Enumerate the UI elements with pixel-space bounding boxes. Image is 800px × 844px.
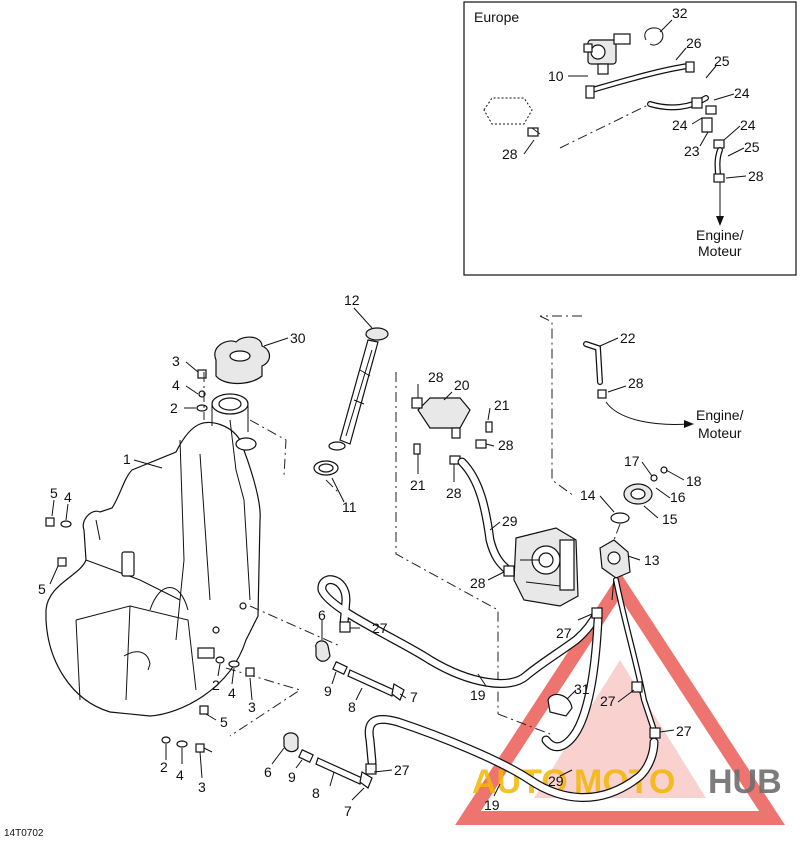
callout-15: 15 (662, 511, 678, 527)
hose-26 (589, 63, 691, 93)
sender-gasket (313, 460, 339, 476)
fitting-row-upper (315, 640, 405, 701)
tank-fasteners-bottom-right (199, 656, 255, 715)
callout-25-a: 25 (714, 53, 730, 69)
callout-28-filter-bottom: 28 (446, 485, 462, 501)
callout-27-valve-b: 27 (676, 723, 692, 739)
callout-4-lowest: 4 (176, 767, 184, 783)
callout-2-bottom: 2 (212, 677, 220, 693)
callout-23: 23 (684, 143, 700, 159)
callout-10: 10 (548, 68, 564, 84)
callout-16: 16 (670, 489, 686, 505)
callout-13: 13 (644, 552, 660, 568)
callout-11: 11 (342, 499, 357, 515)
callout-20: 20 (454, 377, 470, 393)
callout-27-valve-a: 27 (600, 693, 616, 709)
callout-17: 17 (624, 453, 640, 469)
callout-19-lower: 19 (484, 797, 500, 813)
callout-28-pump: 28 (470, 575, 486, 591)
fuel-cap (214, 336, 271, 385)
callout-28-a: 28 (502, 146, 518, 162)
fitting-row-lower (283, 732, 373, 789)
callout-5-b: 5 (38, 581, 46, 597)
callout-29-lower: 29 (548, 773, 564, 789)
callout-1: 1 (123, 451, 131, 467)
hose-25-lower (714, 147, 723, 179)
callout-4-top: 4 (172, 377, 180, 393)
callout-3-bottom: 3 (248, 699, 256, 715)
callout-28-b: 28 (748, 168, 764, 184)
callout-28-hose22: 28 (628, 375, 644, 391)
inset-engine-label-2: Moteur (698, 243, 742, 259)
callout-4-left: 4 (64, 489, 72, 505)
t-fitting-23 (701, 117, 713, 133)
figure-code: 14T0702 (4, 828, 44, 839)
tank-fasteners-left (45, 517, 72, 567)
callout-26: 26 (686, 35, 702, 51)
callout-24-c: 24 (740, 117, 756, 133)
callout-27-hose: 27 (556, 625, 572, 641)
callout-27-lower: 27 (394, 762, 410, 778)
callout-9-upper: 9 (324, 683, 332, 699)
callout-9-lower: 9 (288, 769, 296, 785)
callout-28-filter-top: 28 (428, 369, 444, 385)
callout-31: 31 (574, 681, 590, 697)
callout-6-upper: 6 (318, 607, 326, 623)
callout-19-upper: 19 (470, 687, 486, 703)
hose-clamp-32 (644, 27, 664, 46)
hose-valve-down (613, 577, 661, 739)
clip-31 (547, 693, 573, 717)
hose-29-upper (457, 457, 513, 575)
hose-29-lower (541, 615, 603, 752)
inset-europe-panel: Europe (463, 1, 797, 276)
hose-22 (583, 341, 607, 399)
callout-32: 32 (672, 5, 688, 21)
inset-title: Europe (474, 9, 519, 25)
callout-27-upper: 27 (372, 620, 388, 636)
callout-8-upper: 8 (348, 699, 356, 715)
callout-5-a: 5 (50, 485, 58, 501)
hose-19-main (317, 575, 603, 688)
callout-5-bottom: 5 (220, 714, 228, 730)
valve-knob (610, 466, 668, 524)
main-engine-label-2: Moteur (698, 425, 742, 441)
fuel-level-sender (328, 327, 389, 451)
callout-18: 18 (686, 473, 702, 489)
callout-21-a: 21 (494, 397, 510, 413)
clamp-10-fitting (585, 85, 595, 99)
callout-2-lowest: 2 (160, 759, 168, 775)
callout-29-upper: 29 (502, 513, 518, 529)
callout-30: 30 (290, 330, 306, 346)
fuel-pump-assembly (503, 527, 579, 607)
callout-3-lowest: 3 (198, 779, 206, 795)
callout-21-b: 21 (410, 477, 426, 493)
callout-4-bottom: 4 (228, 685, 236, 701)
callout-7-lower: 7 (344, 803, 352, 819)
callout-3-top: 3 (172, 353, 180, 369)
inset-engine-label-1: Engine/ (696, 227, 744, 243)
fuel-tank (45, 393, 261, 717)
main-engine-label-1: Engine/ (696, 407, 744, 423)
callout-28-filter-right: 28 (498, 437, 514, 453)
callout-14: 14 (580, 487, 596, 503)
callout-25-b: 25 (744, 139, 760, 155)
tank-screw-top (196, 369, 208, 412)
fuel-valve (583, 33, 631, 75)
callout-24-b: 24 (672, 117, 688, 133)
fuel-filter-base (411, 397, 493, 465)
main-engine-arrow (605, 401, 689, 425)
callout-7-upper: 7 (410, 689, 418, 705)
callout-6-lower: 6 (264, 764, 272, 780)
callout-8-lower: 8 (312, 785, 320, 801)
callout-2-top: 2 (170, 400, 178, 416)
callout-24-a: 24 (734, 85, 750, 101)
watermark-hub: HUB (708, 763, 782, 801)
hose-19-lower (364, 714, 659, 802)
tank-fasteners-lowest (161, 736, 213, 753)
callout-12: 12 (344, 292, 360, 308)
callout-22: 22 (620, 330, 636, 346)
